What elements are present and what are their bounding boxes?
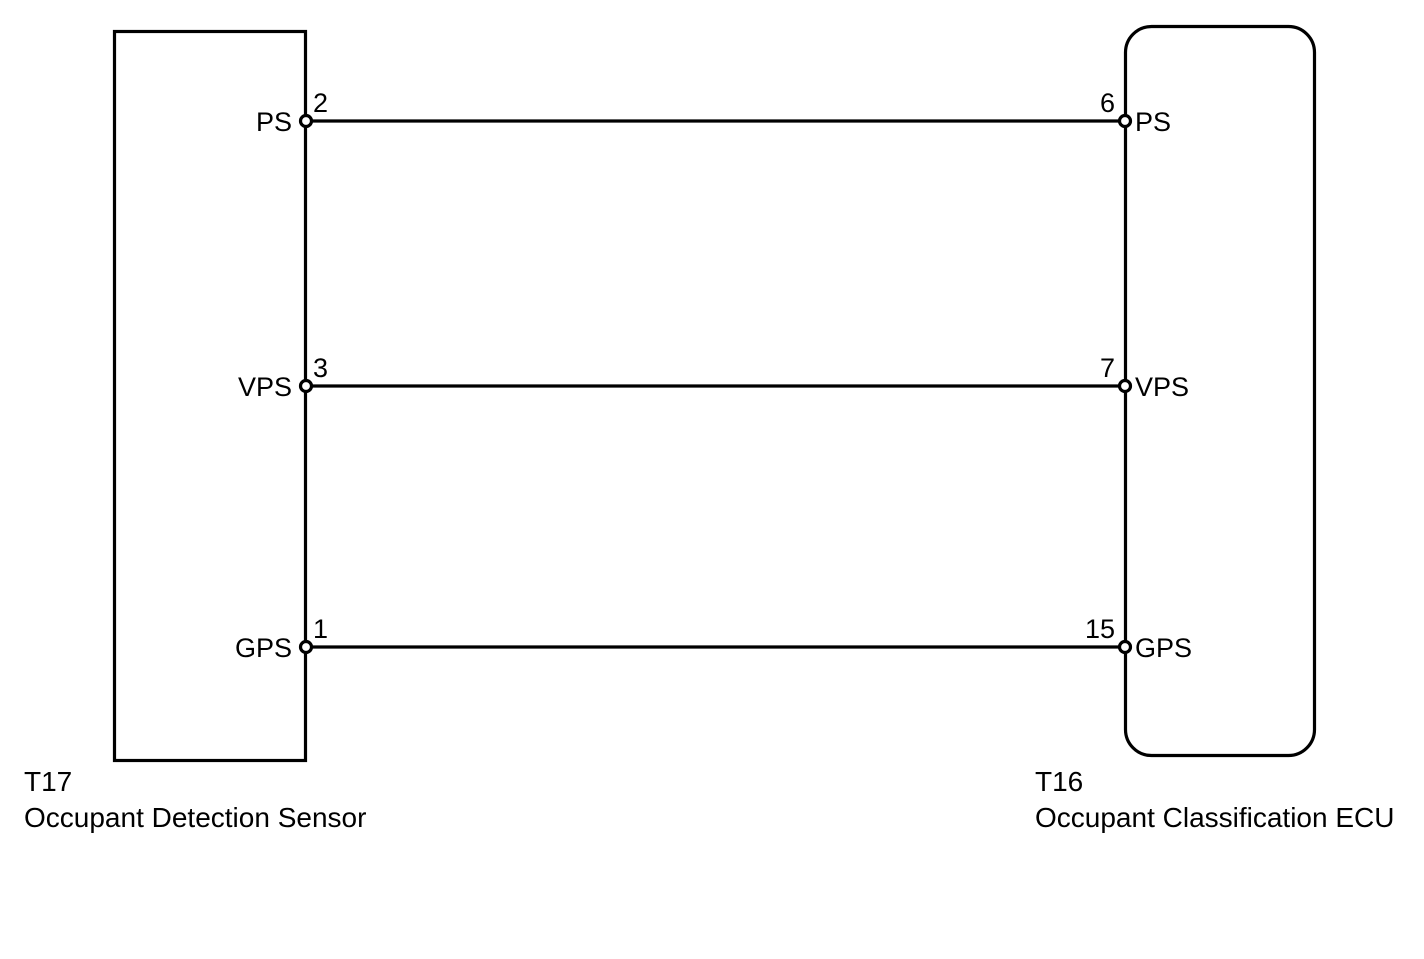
left-pin-number-3: 3 <box>313 353 328 383</box>
left-connector-name: Occupant Detection Sensor <box>24 802 366 833</box>
left-pin-label-ps: PS <box>256 107 292 137</box>
right-pin-number-15: 15 <box>1085 614 1115 644</box>
right-connector-code: T16 <box>1035 766 1083 797</box>
right-pin-label-ps: PS <box>1135 107 1171 137</box>
terminal-right-pin-15[interactable] <box>1117 639 1133 655</box>
terminal-right-pin-7[interactable] <box>1117 378 1133 394</box>
left-pin-label-vps: VPS <box>238 372 292 402</box>
terminal-left-pin-3[interactable] <box>298 378 314 394</box>
left-component-box <box>112 29 308 763</box>
right-pin-label-gps: GPS <box>1135 633 1192 663</box>
terminal-left-pin-1[interactable] <box>298 639 314 655</box>
right-pin-number-6: 6 <box>1100 88 1115 118</box>
right-pin-number-7: 7 <box>1100 353 1115 383</box>
terminal-right-pin-6[interactable] <box>1117 113 1133 129</box>
terminal-left-pin-2[interactable] <box>298 113 314 129</box>
left-pin-number-2: 2 <box>313 88 328 118</box>
right-pin-label-vps: VPS <box>1135 372 1189 402</box>
left-pin-label-gps: GPS <box>235 633 292 663</box>
right-connector-name: Occupant Classification ECU <box>1035 802 1394 833</box>
left-pin-number-1: 1 <box>313 614 328 644</box>
left-connector-code: T17 <box>24 766 72 797</box>
